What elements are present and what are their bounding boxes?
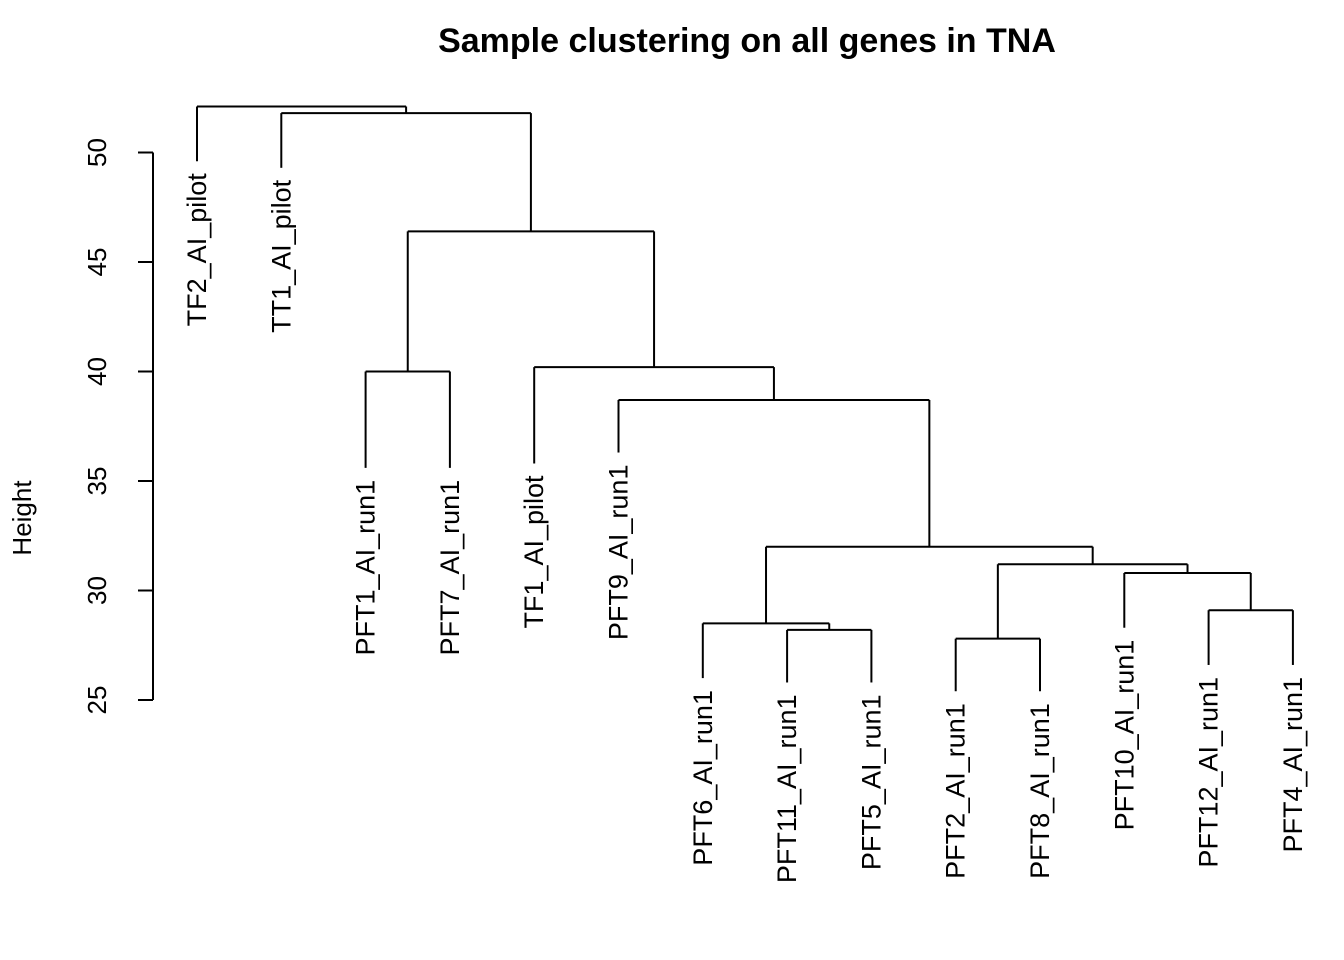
leaf-label: PFT6_AI_run1 <box>688 690 718 866</box>
y-axis-label: Height <box>7 480 37 556</box>
y-tick-label: 40 <box>82 357 112 386</box>
leaf-label: TF2_AI_pilot <box>182 173 212 327</box>
y-tick-label: 35 <box>82 467 112 496</box>
y-tick-label: 30 <box>82 576 112 605</box>
leaf-label: PFT5_AI_run1 <box>856 694 886 870</box>
leaf-label: PFT8_AI_run1 <box>1025 703 1055 879</box>
leaf-label: TF1_AI_pilot <box>519 475 549 629</box>
leaf-label: PFT4_AI_run1 <box>1278 677 1308 853</box>
y-tick-label: 50 <box>82 138 112 167</box>
leaf-label: PFT1_AI_run1 <box>351 480 381 656</box>
y-tick-label: 45 <box>82 248 112 277</box>
leaf-label: PFT12_AI_run1 <box>1194 677 1224 868</box>
leaf-label: PFT11_AI_run1 <box>772 694 802 883</box>
leaf-label: PFT10_AI_run1 <box>1109 640 1139 831</box>
leaf-label: PFT9_AI_run1 <box>604 465 634 641</box>
y-tick-label: 25 <box>82 686 112 715</box>
leaf-label: TT1_AI_pilot <box>266 179 296 333</box>
dendrogram-branches <box>196 105 1294 692</box>
leaf-label: PFT2_AI_run1 <box>941 703 971 879</box>
leaf-label: PFT7_AI_run1 <box>435 480 465 656</box>
chart-title: Sample clustering on all genes in TNA <box>438 22 1056 60</box>
y-axis: 25 30 35 40 45 50 <box>82 138 154 715</box>
